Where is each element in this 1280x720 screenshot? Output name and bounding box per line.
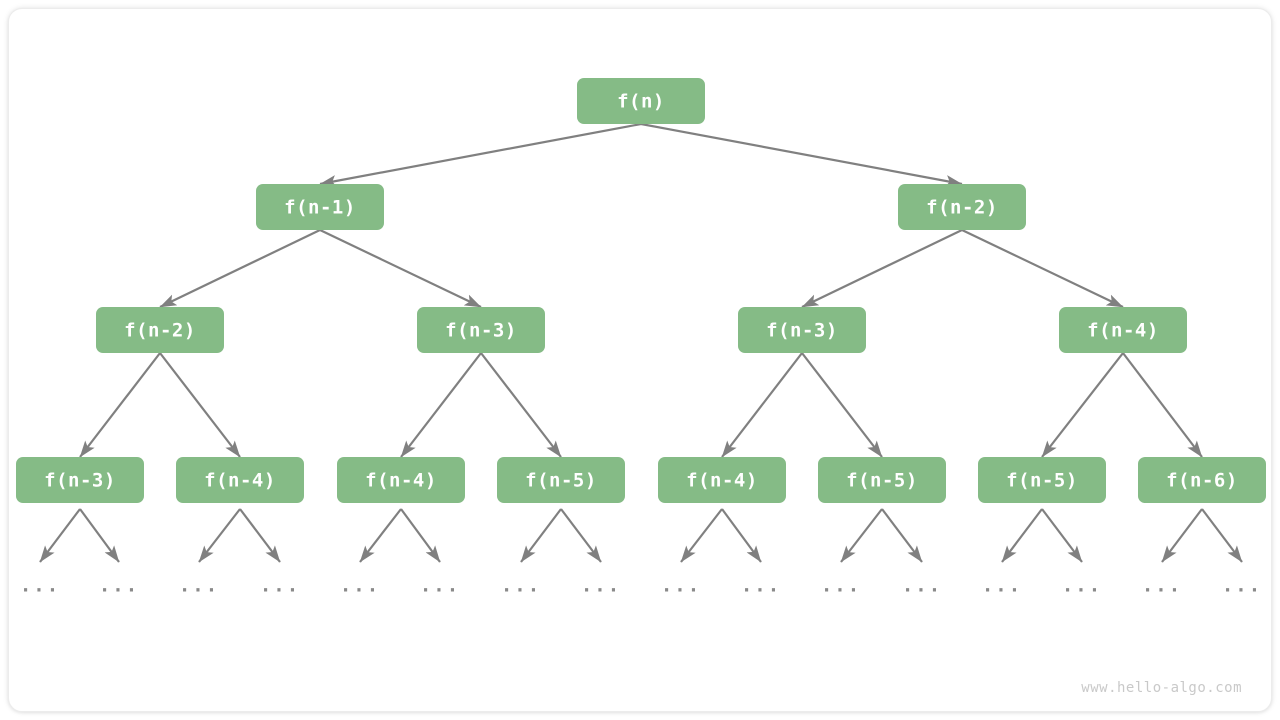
ellipsis-group: ........................................… — [20, 575, 1262, 597]
ellipsis-edge-arrow — [1201, 508, 1243, 563]
ellipsis-label: ... — [821, 575, 861, 597]
ellipsis-edge-arrow — [239, 508, 281, 563]
tree-node[interactable]: f(n-2) — [96, 307, 224, 353]
ellipsis-label: ... — [581, 575, 621, 597]
node-label: f(n-6) — [1166, 470, 1238, 492]
tree-node[interactable]: f(n-3) — [738, 307, 866, 353]
node-shape — [1138, 457, 1266, 503]
node-label: f(n-5) — [525, 470, 597, 492]
ellipsis-label: ... — [661, 575, 701, 597]
tree-node[interactable]: f(n-4) — [1059, 307, 1187, 353]
tree-node[interactable]: f(n) — [577, 78, 705, 124]
ellipsis-edge-arrow — [881, 508, 923, 563]
node-label: f(n-5) — [1006, 470, 1078, 492]
tree-edge-arrow — [159, 229, 321, 308]
node-shape — [96, 307, 224, 353]
ellipsis-label: ... — [20, 575, 60, 597]
ellipsis-arrows-group — [39, 508, 1243, 563]
nodes-group: f(n) f(n-1) f(n-2) f(n-2) f(n-3) f(n-3) f(n-4)… — [16, 78, 1266, 503]
ellipsis-label: ... — [501, 575, 541, 597]
node-label: f(n-4) — [204, 470, 276, 492]
node-shape — [1059, 307, 1187, 353]
tree-edge-arrow — [319, 122, 642, 187]
node-label: f(n-1) — [284, 197, 356, 219]
ellipsis-label: ... — [420, 575, 460, 597]
tree-edge-arrow — [1122, 352, 1203, 458]
tree-edge-arrow — [721, 352, 803, 458]
ellipsis-edge-arrow — [680, 508, 723, 563]
node-shape — [337, 457, 465, 503]
node-shape — [256, 184, 384, 230]
tree-node[interactable]: f(n-5) — [818, 457, 946, 503]
node-label: f(n-3) — [44, 470, 116, 492]
tree-node[interactable]: f(n-3) — [417, 307, 545, 353]
ellipsis-edge-arrow — [198, 508, 241, 563]
ellipsis-label: ... — [1062, 575, 1102, 597]
node-label: f(n-5) — [846, 470, 918, 492]
node-label: f(n-4) — [365, 470, 437, 492]
node-shape — [738, 307, 866, 353]
node-label: f(n) — [617, 91, 665, 113]
node-label: f(n-2) — [124, 320, 196, 342]
node-shape — [658, 457, 786, 503]
tree-edge-arrow — [801, 352, 883, 458]
tree-node[interactable]: f(n-4) — [176, 457, 304, 503]
diagram-card — [8, 8, 1272, 712]
tree-edge-arrow — [319, 229, 482, 308]
tree-edge-arrow — [801, 229, 963, 308]
ellipsis-label: ... — [260, 575, 300, 597]
tree-node[interactable]: f(n-5) — [497, 457, 625, 503]
tree-node[interactable]: f(n-4) — [658, 457, 786, 503]
ellipsis-edge-arrow — [1161, 508, 1203, 563]
node-shape — [176, 457, 304, 503]
ellipsis-label: ... — [982, 575, 1022, 597]
tree-edge-arrow — [961, 229, 1124, 308]
node-label: f(n-4) — [686, 470, 758, 492]
ellipsis-edge-arrow — [400, 508, 441, 563]
tree-edge-arrow — [1041, 352, 1124, 458]
ellipsis-label: ... — [179, 575, 219, 597]
node-shape — [978, 457, 1106, 503]
tree-node[interactable]: f(n-1) — [256, 184, 384, 230]
ellipsis-edge-arrow — [721, 508, 762, 563]
node-shape — [417, 307, 545, 353]
tree-edge-arrow — [640, 122, 963, 187]
ellipsis-edge-arrow — [1041, 508, 1083, 563]
tree-edge-arrow — [79, 352, 161, 458]
ellipsis-edge-arrow — [1001, 508, 1043, 563]
ellipsis-label: ... — [902, 575, 942, 597]
ellipsis-edge-arrow — [520, 508, 562, 563]
ellipsis-edge-arrow — [39, 508, 81, 563]
tree-node[interactable]: f(n-6) — [1138, 457, 1266, 503]
node-shape — [577, 78, 705, 124]
tree-node[interactable]: f(n-4) — [337, 457, 465, 503]
ellipsis-edge-arrow — [560, 508, 602, 563]
tree-node[interactable]: f(n-5) — [978, 457, 1106, 503]
watermark-label: www.hello-algo.com — [1081, 680, 1242, 696]
ellipsis-edge-arrow — [840, 508, 883, 563]
node-shape — [16, 457, 144, 503]
ellipsis-edge-arrow — [359, 508, 402, 563]
tree-edge-arrow — [480, 352, 562, 458]
node-shape — [818, 457, 946, 503]
edges-group — [79, 122, 1203, 458]
tree-edge-arrow — [159, 352, 241, 458]
ellipsis-label: ... — [340, 575, 380, 597]
node-label: f(n-2) — [926, 197, 998, 219]
ellipsis-label: ... — [741, 575, 781, 597]
node-label: f(n-4) — [1087, 320, 1159, 342]
node-shape — [497, 457, 625, 503]
node-label: f(n-3) — [445, 320, 517, 342]
node-shape — [898, 184, 1026, 230]
tree-node[interactable]: f(n-2) — [898, 184, 1026, 230]
node-label: f(n-3) — [766, 320, 838, 342]
ellipsis-edge-arrow — [79, 508, 120, 563]
tree-edge-arrow — [400, 352, 482, 458]
ellipsis-label: ... — [1222, 575, 1262, 597]
tree-node[interactable]: f(n-3) — [16, 457, 144, 503]
ellipsis-label: ... — [99, 575, 139, 597]
ellipsis-label: ... — [1142, 575, 1182, 597]
